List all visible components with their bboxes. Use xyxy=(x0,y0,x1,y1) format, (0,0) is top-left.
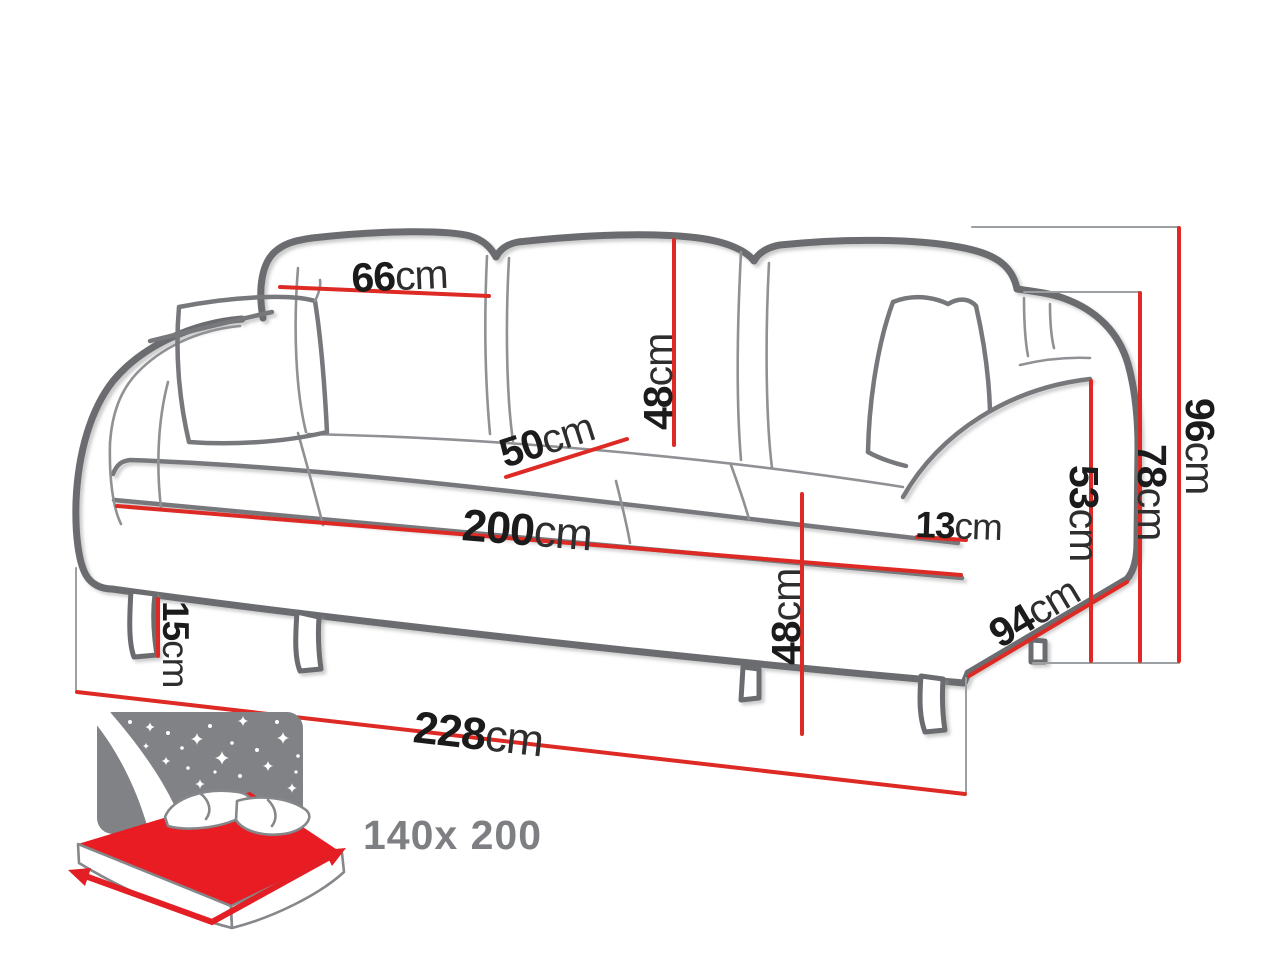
dim-label-armrest-height: 78cm xyxy=(1129,444,1175,540)
dim-label-backrest-height: 48cm xyxy=(635,334,681,430)
front-right-leg xyxy=(917,673,948,735)
dim-label-total-width: 228cm xyxy=(411,701,546,766)
seat-front-edge xyxy=(110,457,961,546)
right-throw-pillow xyxy=(865,294,993,469)
dim-label-leg-height: 15cm xyxy=(155,601,196,687)
sleep-function-icon: 140x 200 xyxy=(68,712,542,930)
dim-label-seat-width: 200cm xyxy=(460,499,594,560)
left-shoulder-line xyxy=(147,309,275,344)
mid-left-leg xyxy=(293,609,324,674)
dim-line-total-depth xyxy=(967,580,1129,678)
right-armrest-inner-sweep xyxy=(900,376,1093,500)
dim-label-seat-height: 48cm xyxy=(763,569,809,665)
backrest-outline xyxy=(257,228,1021,322)
left-armrest-outline xyxy=(72,315,246,593)
dimension-labels: 66cm 48cm 50cm 200cm 13cm 53cm 78cm 96cm… xyxy=(155,251,1223,767)
base-bottom-edge xyxy=(108,585,972,687)
bed-arrows-icon xyxy=(68,848,346,926)
dim-line-backrest-width xyxy=(278,285,491,298)
left-throw-pillow xyxy=(175,278,330,446)
dim-label-armrest-inner-height: 53cm xyxy=(1061,465,1107,561)
sofa-legs xyxy=(127,588,1048,735)
dim-line-total-width xyxy=(75,690,967,796)
stars-icon xyxy=(128,715,300,793)
mid-right-leg xyxy=(738,664,762,703)
dim-label-backrest-width: 66cm xyxy=(350,251,448,301)
front-left-leg xyxy=(127,588,160,660)
projection-lines xyxy=(75,226,1180,794)
dim-label-armrest-width: 13cm xyxy=(915,504,1003,548)
dim-line-seat-width xyxy=(115,504,963,577)
dim-line-seat-depth xyxy=(504,437,629,479)
dim-line-armrest-width xyxy=(915,535,968,542)
dimension-lines xyxy=(75,226,1181,796)
bed-pillows xyxy=(163,789,311,836)
mattress-right-face xyxy=(229,851,346,930)
sofa-detail-lines xyxy=(108,250,1092,545)
right-armrest-outline xyxy=(964,285,1142,677)
bed-size-label: 140x 200 xyxy=(363,812,542,858)
dim-label-total-height: 96cm xyxy=(1177,398,1223,494)
back-right-leg xyxy=(1028,637,1048,665)
moon-crescent-icon xyxy=(96,712,186,836)
